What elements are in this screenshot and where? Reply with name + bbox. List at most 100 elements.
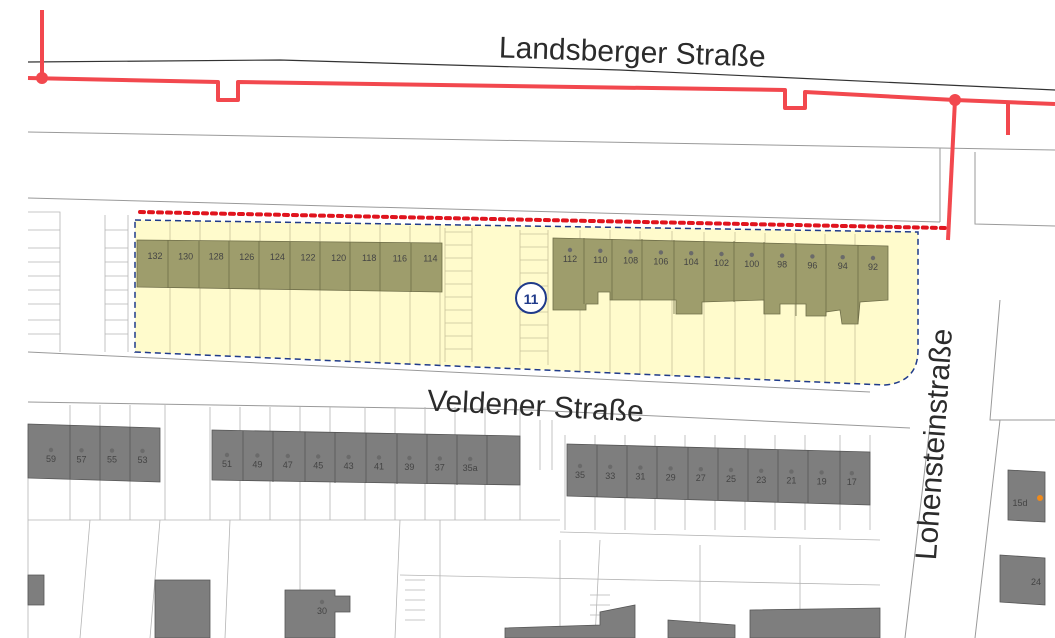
house-number: 94	[838, 261, 848, 271]
red-line-node-west	[36, 72, 48, 84]
house-number: 130	[178, 251, 193, 261]
house-number-dot	[109, 448, 115, 453]
house-number-dot	[658, 250, 664, 255]
dotted-boundary-line	[138, 210, 947, 230]
house-number-dot	[668, 466, 673, 471]
house-number: 118	[362, 253, 376, 263]
house-number: 98	[777, 260, 787, 270]
house-number: 104	[684, 257, 699, 267]
house-number: 55	[107, 455, 117, 465]
point-marker	[1037, 495, 1043, 501]
house-number: 17	[847, 477, 857, 487]
house-number-dot	[810, 254, 815, 259]
house-number: 53	[137, 455, 147, 465]
house-number-dot	[577, 463, 583, 469]
red-boundary-line	[27, 10, 1055, 241]
house-number-dot	[316, 454, 321, 459]
house-number: 100	[744, 259, 759, 269]
house-number: 92	[868, 262, 878, 272]
house-number: 30	[317, 606, 327, 616]
building-divisions-south	[69, 425, 841, 504]
house-number: 122	[300, 253, 315, 263]
house-number: 49	[252, 460, 262, 470]
buildings-south	[27, 423, 1046, 638]
house-number: 126	[239, 252, 254, 262]
house-number-dot	[140, 448, 145, 454]
house-number: 57	[76, 454, 86, 464]
house-number: 47	[283, 460, 293, 470]
house-number: 25	[726, 474, 736, 484]
house-number: 96	[807, 260, 817, 270]
building-divisions-west	[167, 240, 412, 292]
street-label-veldener: Veldener Straße	[426, 384, 644, 428]
parcel-lines-west	[28, 211, 129, 352]
house-number-layer: 132 130 128 126 124 122 120 118 116 114 112 110 108 1…	[46, 247, 1041, 616]
house-number: 43	[344, 461, 354, 471]
red-line-node-east	[949, 94, 961, 106]
house-number: 15d	[1012, 498, 1027, 508]
house-number-dot	[48, 447, 54, 453]
house-number: 102	[714, 258, 729, 268]
house-number-dot	[255, 453, 260, 458]
house-number-dot	[567, 247, 573, 253]
house-number: 112	[563, 254, 577, 264]
house-number: 120	[331, 253, 346, 263]
house-number-dot	[437, 456, 442, 461]
house-number: 39	[404, 462, 414, 472]
area-number-badge	[515, 282, 547, 314]
house-number: 21	[786, 476, 796, 486]
house-number-dot	[376, 455, 382, 460]
house-number-dot	[789, 469, 794, 474]
house-number: 35	[575, 470, 585, 480]
house-number: 132	[147, 251, 162, 261]
house-number-dot	[638, 465, 643, 470]
house-number-dot	[728, 467, 734, 473]
house-number: 114	[423, 254, 437, 264]
house-number-dot	[598, 248, 603, 253]
house-number-dot	[319, 599, 325, 605]
house-number-dot	[689, 251, 694, 256]
house-number-dot	[698, 467, 703, 472]
house-number: 29	[666, 472, 676, 482]
house-number: 59	[46, 454, 56, 464]
house-number-dot	[840, 255, 845, 260]
house-number: 116	[393, 253, 407, 263]
house-number-dot	[468, 456, 473, 462]
house-number: 124	[270, 252, 285, 262]
house-number-dot	[608, 464, 613, 469]
house-number-dot	[407, 455, 412, 461]
house-number: 51	[222, 459, 232, 469]
building-divisions-east	[583, 238, 859, 324]
house-number: 110	[593, 255, 607, 265]
house-number: 108	[623, 256, 638, 266]
house-number: 31	[635, 472, 645, 482]
house-number-dot	[849, 471, 854, 476]
house-number-dot	[628, 249, 633, 254]
house-number: 45	[313, 461, 323, 471]
house-number: 19	[817, 476, 827, 486]
house-number-dot	[749, 252, 754, 257]
house-number-dot	[719, 251, 724, 257]
house-number: 24	[1031, 577, 1041, 587]
house-number-dot	[346, 454, 351, 460]
house-number-dot	[79, 448, 84, 453]
house-number: 33	[605, 471, 615, 481]
house-number: 128	[209, 252, 224, 262]
house-number-dot	[759, 468, 764, 473]
area-number-label: 11	[524, 291, 539, 307]
street-label-lohenstein: Lohensteinstraße	[910, 328, 959, 562]
house-number: 106	[653, 256, 668, 266]
road-outlines	[27, 59, 1055, 638]
house-number-dot	[870, 255, 876, 261]
house-number: 37	[435, 463, 445, 473]
house-number-dot	[779, 253, 785, 258]
house-number-dot	[819, 470, 824, 475]
house-number: 41	[374, 462, 384, 472]
house-number: 23	[756, 475, 766, 485]
house-number: 35a	[463, 463, 478, 473]
house-number-dot	[224, 452, 230, 458]
house-number-dot	[285, 453, 290, 459]
planning-area-border	[134, 219, 919, 386]
